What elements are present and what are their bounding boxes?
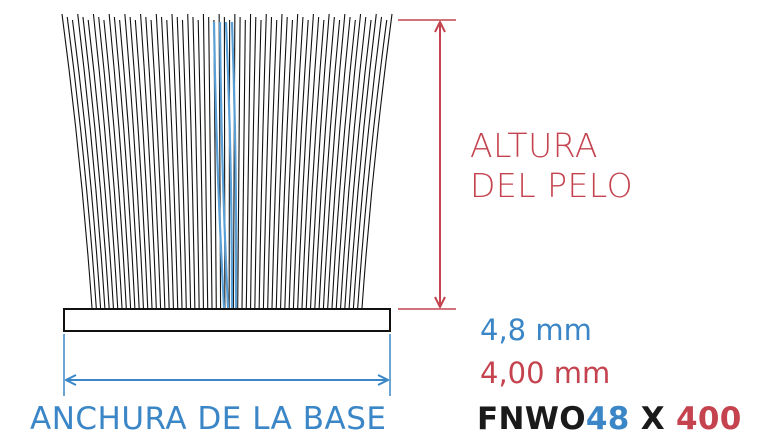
fiber (292, 19, 309, 309)
product-code-separator: X (629, 401, 677, 437)
brush-center-fibers-accent (212, 21, 238, 309)
fiber (271, 13, 283, 309)
fiber (202, 13, 209, 309)
fiber (140, 13, 157, 309)
fiber (305, 19, 325, 309)
fiber (352, 16, 383, 309)
fiber (71, 19, 102, 309)
base-width-label: ANCHURA DE LA BASE (30, 401, 387, 437)
brush-base (63, 308, 391, 332)
fiber (318, 19, 341, 309)
fiber (288, 16, 304, 309)
fiber (275, 16, 288, 309)
fiber (331, 19, 356, 309)
fiber (87, 19, 114, 309)
fiber (192, 16, 200, 309)
fiber (245, 13, 252, 309)
fiber (176, 16, 187, 309)
fiber (340, 16, 367, 309)
fiber (150, 19, 166, 309)
accent-fiber (212, 21, 226, 309)
fiber (124, 13, 144, 309)
fiber (181, 19, 192, 309)
product-code-prefix: FNWO (477, 401, 586, 437)
fiber (197, 19, 204, 309)
fiber (322, 13, 346, 309)
fiber (61, 13, 93, 309)
fiber (77, 13, 106, 309)
fiber (171, 13, 183, 309)
height-label-line1: ALTURA (470, 126, 598, 165)
product-code-height: 400 (676, 401, 742, 437)
fiber (232, 13, 236, 309)
product-code-width: 48 (585, 401, 630, 437)
fiber (327, 16, 351, 309)
fiber (103, 19, 127, 309)
fiber (258, 13, 267, 309)
fiber (267, 19, 278, 309)
fiber (310, 13, 330, 309)
fiber (237, 16, 241, 309)
fiber (145, 16, 162, 309)
fiber (98, 16, 123, 309)
height-label-line2: DEL PELO (470, 166, 634, 206)
fiber (344, 19, 372, 309)
fiber (241, 19, 246, 309)
fiber (280, 19, 294, 309)
fiber (250, 16, 257, 309)
fiber (187, 13, 196, 309)
base-dimension-value: 4,8 mm (480, 313, 592, 347)
fiber (160, 16, 174, 309)
fiber (134, 19, 153, 309)
fiber (108, 13, 132, 309)
fiber (113, 16, 136, 309)
accent-fiber (218, 21, 230, 309)
fiber (92, 13, 119, 309)
fiber (155, 13, 170, 309)
height-dimension (398, 19, 456, 310)
fiber (262, 16, 273, 309)
fiber (284, 13, 299, 309)
fiber (254, 19, 262, 309)
fiber (208, 16, 213, 309)
accent-fiber (224, 21, 234, 309)
height-label: ALTURA DEL PELO (470, 126, 633, 207)
fiber (357, 19, 388, 309)
fiber (314, 16, 335, 309)
fiber (297, 13, 314, 309)
height-dimension-value: 4,00 mm (480, 356, 611, 390)
brush-fibers (61, 13, 393, 309)
fiber (119, 19, 140, 309)
fiber (335, 13, 362, 309)
fiber (129, 16, 149, 309)
fiber (66, 16, 97, 309)
fiber (82, 16, 110, 309)
accent-fiber (230, 21, 238, 309)
fiber (301, 16, 320, 309)
fiber (166, 19, 179, 309)
width-dimension (63, 334, 391, 396)
fiber (361, 13, 393, 309)
product-code: FNWO48 X 400 (477, 404, 742, 435)
fiber (348, 13, 377, 309)
